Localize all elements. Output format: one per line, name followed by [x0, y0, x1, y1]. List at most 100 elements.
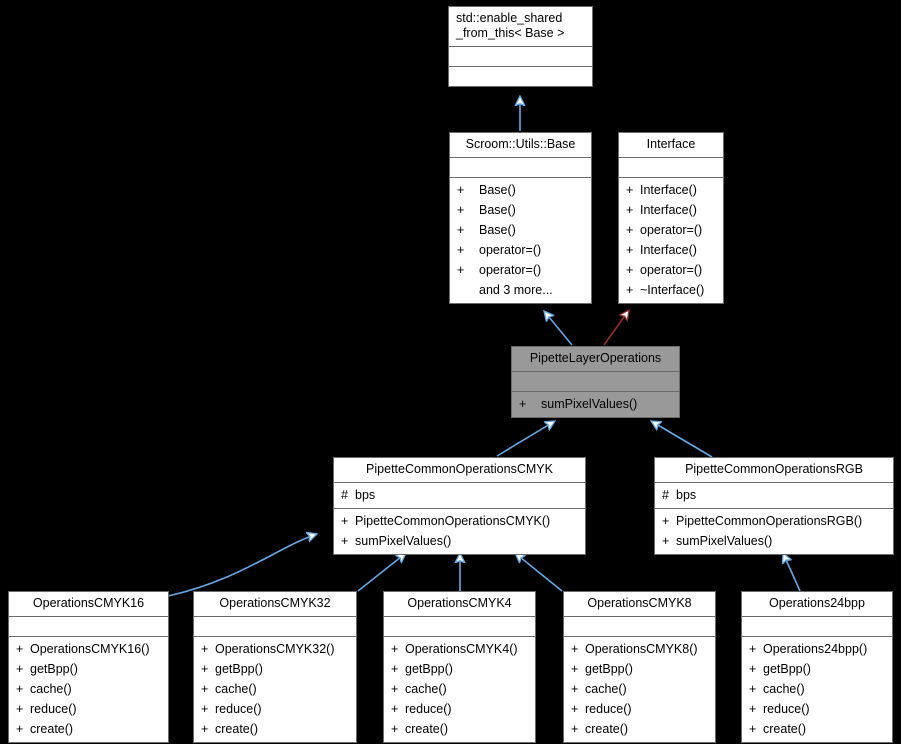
empty-attributes [450, 160, 591, 174]
attributes-compartment [450, 158, 591, 178]
visibility-marker: + [519, 397, 527, 411]
visibility-marker: + [16, 682, 24, 696]
attributes-compartment [619, 158, 723, 178]
class-node-pipette-common-operations-rgb[interactable]: PipetteCommonOperationsRGB # bps + Pipet… [654, 457, 894, 555]
operation-row: + getBpp() [384, 659, 535, 679]
operations-compartment: + Base() + Base() + Base() + operator=()… [450, 178, 591, 303]
operation-label: getBpp() [405, 662, 453, 676]
class-node-operations-cmyk8[interactable]: OperationsCMYK8 + OperationsCMYK8() + ge… [563, 591, 716, 743]
attributes-compartment [9, 617, 168, 637]
operations-compartment: + PipetteCommonOperationsCMYK() + sumPix… [334, 509, 585, 554]
visibility-marker: + [626, 283, 634, 297]
operation-row: + OperationsCMYK32() [194, 639, 356, 659]
class-title: PipetteLayerOperations [512, 347, 679, 372]
operations-compartment: + OperationsCMYK8() + getBpp() + cache()… [564, 637, 715, 742]
class-title: Operations24bpp [742, 592, 892, 617]
class-node-operations-24bpp[interactable]: Operations24bpp + Operations24bpp() + ge… [741, 591, 893, 743]
visibility-marker: + [201, 642, 209, 656]
operation-label: sumPixelValues() [541, 397, 638, 411]
operations-compartment: + OperationsCMYK32() + getBpp() + cache(… [194, 637, 356, 742]
class-title: Interface [619, 133, 723, 158]
empty-attributes [742, 619, 892, 633]
attributes-compartment [384, 617, 535, 637]
empty-attributes [194, 619, 356, 633]
class-node-pipette-common-operations-cmyk[interactable]: PipetteCommonOperationsCMYK # bps + Pipe… [333, 457, 586, 555]
operation-label: and 3 more... [479, 283, 553, 297]
visibility-marker: # [662, 488, 669, 502]
empty-attributes [512, 374, 679, 388]
visibility-marker: + [457, 203, 465, 217]
visibility-marker: + [626, 223, 634, 237]
visibility-marker: + [626, 243, 634, 257]
operation-label: Base() [479, 203, 516, 217]
operation-label: OperationsCMYK32() [215, 642, 335, 656]
class-title: OperationsCMYK32 [194, 592, 356, 617]
class-title: std::enable_shared _from_this< Base > [449, 7, 592, 47]
visibility-marker: + [201, 722, 209, 736]
visibility-marker: + [391, 662, 399, 676]
operation-label: reduce() [405, 702, 452, 716]
class-node-interface[interactable]: Interface + Interface() + Interface() + … [618, 132, 724, 304]
operation-label: getBpp() [585, 662, 633, 676]
operation-label: getBpp() [763, 662, 811, 676]
operation-row: + Base() [450, 200, 591, 220]
attributes-compartment [194, 617, 356, 637]
operation-label: reduce() [215, 702, 262, 716]
class-title: Scroom::Utils::Base [450, 133, 591, 158]
visibility-marker: + [341, 534, 349, 548]
operation-label: OperationsCMYK4() [405, 642, 518, 656]
visibility-marker: + [749, 682, 757, 696]
visibility-marker: + [626, 263, 634, 277]
visibility-marker: + [571, 702, 579, 716]
operation-row: + getBpp() [564, 659, 715, 679]
class-node-pipette-layer-operations[interactable]: PipetteLayerOperations + sumPixelValues(… [511, 346, 680, 418]
operation-label: Base() [479, 183, 516, 197]
operation-label: reduce() [763, 702, 810, 716]
operation-row: + cache() [384, 679, 535, 699]
operation-row: + reduce() [564, 699, 715, 719]
operation-label: cache() [30, 682, 72, 696]
operation-row: + create() [564, 719, 715, 739]
operation-row: + operator=() [450, 240, 591, 260]
operation-row: + PipetteCommonOperationsRGB() [655, 511, 893, 531]
operation-row: + getBpp() [194, 659, 356, 679]
operation-label: operator=() [479, 263, 542, 277]
operation-label: sumPixelValues() [676, 534, 773, 548]
class-title: PipetteCommonOperationsCMYK [334, 458, 585, 483]
visibility-marker: + [662, 534, 670, 548]
operation-label: PipetteCommonOperationsRGB() [676, 514, 863, 528]
visibility-marker: # [341, 488, 348, 502]
operation-row: + getBpp() [742, 659, 892, 679]
operation-label: cache() [405, 682, 447, 696]
operations-compartment: + Operations24bpp() + getBpp() + cache()… [742, 637, 892, 742]
operation-row: + Operations24bpp() [742, 639, 892, 659]
class-node-enable-shared-from-this[interactable]: std::enable_shared _from_this< Base > [448, 6, 593, 87]
operation-row: + cache() [564, 679, 715, 699]
operation-label: cache() [585, 682, 627, 696]
operation-row: + OperationsCMYK16() [9, 639, 168, 659]
empty-attributes [384, 619, 535, 633]
operation-label: reduce() [30, 702, 77, 716]
visibility-marker: + [626, 183, 634, 197]
operation-label: create() [30, 722, 74, 736]
visibility-marker: + [201, 662, 209, 676]
class-node-operations-cmyk32[interactable]: OperationsCMYK32 + OperationsCMYK32() + … [193, 591, 357, 743]
class-title: OperationsCMYK4 [384, 592, 535, 617]
edge-plo-to-base [544, 311, 573, 346]
operations-compartment: + OperationsCMYK16() + getBpp() + cache(… [9, 637, 168, 742]
operation-label: sumPixelValues() [355, 534, 452, 548]
visibility-marker: + [749, 642, 757, 656]
class-node-scroom-utils-base[interactable]: Scroom::Utils::Base + Base() + Base() + … [449, 132, 592, 304]
operation-label: operator=() [640, 223, 703, 237]
class-node-operations-cmyk4[interactable]: OperationsCMYK4 + OperationsCMYK4() + ge… [383, 591, 536, 743]
operation-row: + create() [9, 719, 168, 739]
attributes-compartment [449, 47, 592, 67]
operation-label: cache() [215, 682, 257, 696]
attribute-row: # bps [655, 485, 893, 505]
operation-label: getBpp() [30, 662, 78, 676]
visibility-marker: + [16, 642, 24, 656]
operation-row: + create() [194, 719, 356, 739]
class-node-operations-cmyk16[interactable]: OperationsCMYK16 + OperationsCMYK16() + … [8, 591, 169, 743]
attributes-compartment: # bps [655, 483, 893, 509]
